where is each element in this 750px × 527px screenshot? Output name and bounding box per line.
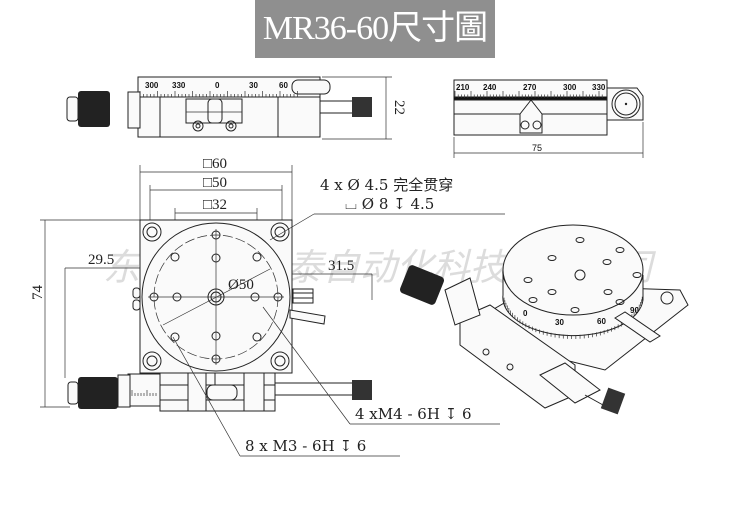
width-dimension: 75 <box>532 143 542 153</box>
callout-m4-holes: 4 xM4 - 6H ↧ 6 <box>355 405 472 423</box>
dim-height-74: 74 <box>30 285 46 301</box>
iso-view: 0 30 60 90 <box>399 224 689 415</box>
adjust-knob-icon <box>352 97 372 117</box>
threaded-hole <box>211 331 221 341</box>
threaded-hole <box>172 292 182 302</box>
threaded-hole <box>149 292 159 302</box>
dim-square-60: □60 <box>203 156 227 172</box>
plan-view: □60 □50 □32 Ø50 74 <box>30 156 505 457</box>
scale-label: 210 <box>456 83 470 92</box>
dim-square-50: □50 <box>203 175 227 191</box>
threaded-hole <box>528 297 538 303</box>
callout-through-holes: 4 x Ø 4.5 完全贯穿 <box>320 176 453 194</box>
threaded-hole <box>211 354 221 364</box>
scale-label: 300 <box>563 83 577 92</box>
counterbore-hole <box>270 351 290 371</box>
threaded-hole <box>211 253 221 263</box>
callout-m3-holes: 8 x M3 - 6H ↧ 6 <box>245 437 366 455</box>
scale-label: 30 <box>249 81 258 90</box>
threaded-hole <box>615 299 625 305</box>
threaded-hole <box>575 237 585 243</box>
side-view: 210 240 270 300 330 75 <box>453 79 644 158</box>
scale-label: 330 <box>172 81 186 90</box>
threaded-hole <box>211 230 221 240</box>
adjust-knob-icon <box>352 380 372 400</box>
height-dimension: 22 <box>391 100 407 115</box>
scale-label: 60 <box>597 317 606 326</box>
drawing-title: MR36-60尺寸圖 <box>255 0 495 58</box>
through-hole <box>274 355 286 367</box>
scale-label: 270 <box>523 83 537 92</box>
dim-offset-31-5: 31.5 <box>328 258 354 274</box>
through-hole <box>146 226 158 238</box>
threaded-hole <box>570 307 580 313</box>
micrometer-knob-icon <box>78 377 118 409</box>
micrometer-knob-icon <box>78 91 110 127</box>
scale-label: 90 <box>630 306 639 315</box>
threaded-hole <box>273 292 283 302</box>
threaded-hole <box>547 289 557 295</box>
scale-label: 330 <box>592 83 606 92</box>
threaded-hole <box>603 289 613 295</box>
threaded-hole <box>252 332 262 342</box>
threaded-hole <box>170 252 180 262</box>
threaded-hole <box>632 272 642 278</box>
threaded-hole <box>615 247 625 253</box>
scale-label: 300 <box>145 81 159 90</box>
through-hole <box>274 226 286 238</box>
scale-label: 240 <box>483 83 497 92</box>
dim-square-32: □32 <box>203 197 227 213</box>
counterbore-hole <box>270 222 290 242</box>
adjust-knob-icon <box>600 387 626 415</box>
callout-counterbore: ⌴ Ø 8 ↧ 4.5 <box>345 195 434 213</box>
threaded-hole <box>602 259 612 265</box>
threaded-hole <box>547 255 557 261</box>
dim-offset-29-5: 29.5 <box>88 252 114 268</box>
through-hole <box>146 355 158 367</box>
threaded-hole <box>523 277 533 283</box>
scale-label: 30 <box>555 318 564 327</box>
dim-diameter-50: Ø50 <box>228 277 254 293</box>
top-view: 300 330 0 30 60 22 <box>66 76 407 140</box>
counterbore-hole <box>142 222 162 242</box>
scale-label: 0 <box>215 81 220 90</box>
scale-label: 0 <box>523 309 528 318</box>
micrometer-knob-icon <box>399 265 445 305</box>
scale-label: 60 <box>279 81 288 90</box>
threaded-hole <box>252 252 262 262</box>
threaded-hole <box>250 292 260 302</box>
counterbore-hole <box>142 351 162 371</box>
